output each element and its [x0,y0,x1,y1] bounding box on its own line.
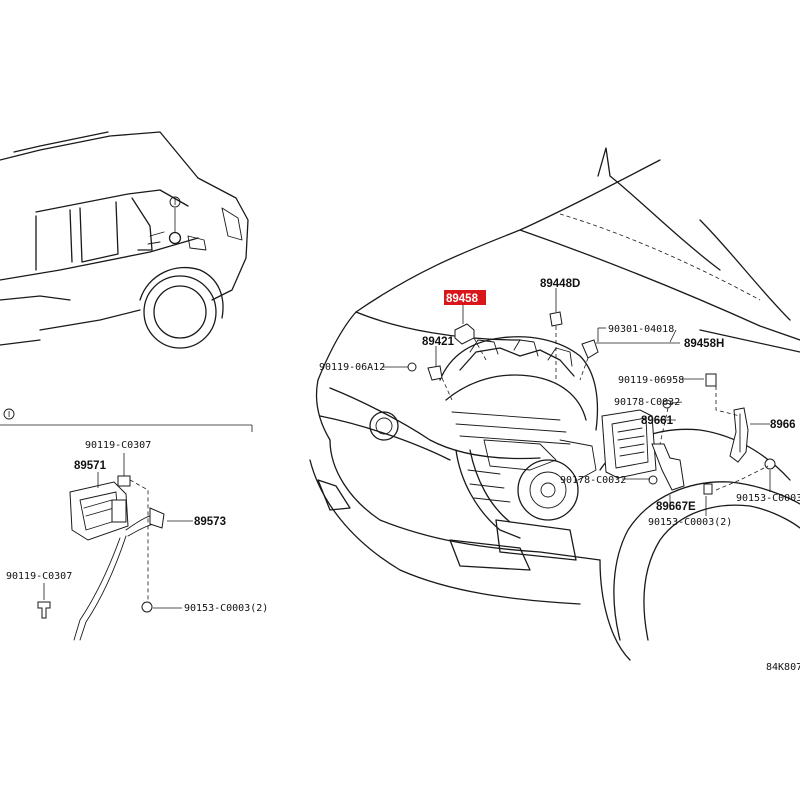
label-90119-06a12: 90119-06A12 [319,362,385,373]
engine-assembly [439,336,599,539]
label-90153-c0003-right: 90153-C0003( [736,493,800,504]
fuel-door-callout-circle [168,231,182,245]
label-89448d: 89448D [540,278,580,290]
diagram-code: 84K807 [766,662,800,673]
detail-section: I 90119-C0307 89571 89573 90119-C0307 90… [0,408,268,641]
label-90119-c0307-top: 90119-C0307 [85,440,151,451]
label-8966x: 8966 [770,419,796,431]
label-90178-c0032-upper: 90178-C0032 [614,397,680,408]
label-90119-c0307-bottom: 90119-C0307 [6,571,72,582]
vehicle-front-view: 89458 89448D 90301-04018 89458H 89421 90… [309,147,800,673]
label-90153-c0003-detail: 90153-C0003(2) [184,603,268,614]
fuel-lid-module-shape [69,481,129,541]
label-89573: 89573 [194,516,226,528]
label-89421: 89421 [422,336,455,348]
label-89667e: 89667E [656,501,696,513]
label-89458-highlighted: 89458 [446,293,479,305]
label-90153-c0003-2-main: 90153-C0003(2) [648,517,732,528]
label-90119-06958: 90119-06958 [618,375,684,386]
callout-marker-detail: I [8,410,10,419]
vehicle-side-view: I [0,131,249,349]
callout-marker-top: I [174,198,176,207]
label-89661: 89661 [641,415,674,427]
sensor-89458-shape [454,323,475,345]
label-90301-04018: 90301-04018 [608,324,674,335]
label-89571: 89571 [74,460,107,472]
label-89458h: 89458H [684,338,724,350]
highlight-box-89458 [444,290,486,305]
label-90178-c0032-lower: 90178-C0032 [560,475,626,486]
